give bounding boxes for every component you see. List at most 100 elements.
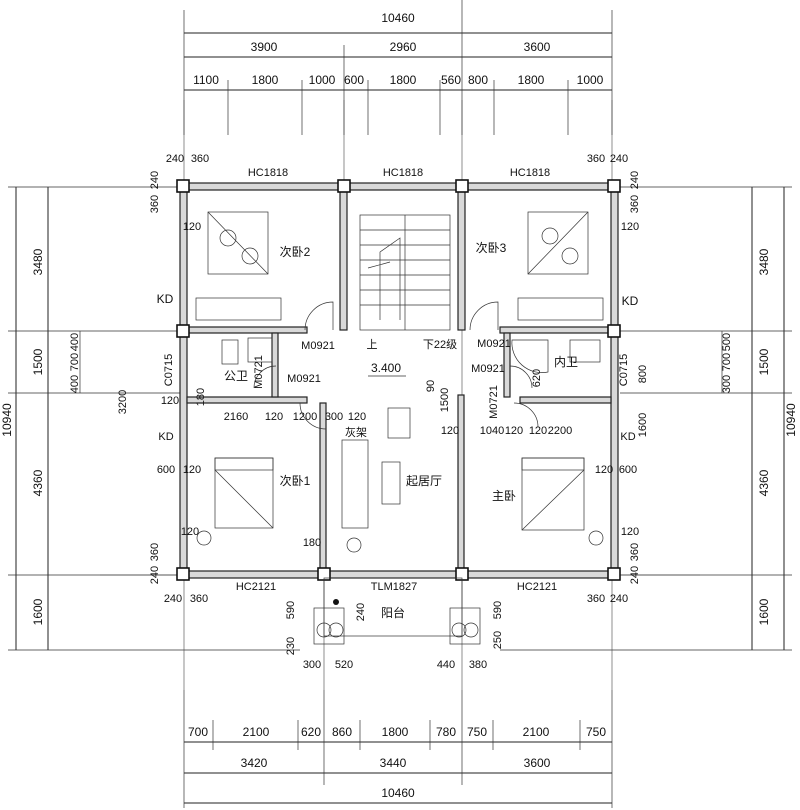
right-dimensions: 10940 3480 1500 4360 1600 500 700 300 80…	[500, 186, 798, 651]
small-dimensions: 240 360 360 240 2160 120 1200 300 120 12…	[149, 153, 641, 671]
small-dim: 240	[164, 593, 182, 605]
bottom-mid-dim-2: 3440	[380, 756, 407, 770]
window-label-top-left: HC1818	[248, 167, 288, 179]
small-dim: 250	[492, 631, 504, 649]
window-label-bottom-left: HC2121	[236, 581, 276, 593]
furniture	[195, 211, 604, 553]
top-detail-dim-6: 560	[441, 73, 461, 87]
small-dim: 360	[149, 543, 161, 561]
room-label-bedroom-2: 次卧2	[280, 245, 311, 259]
small-dim: 240	[629, 566, 641, 584]
left-part-dim-1: 3480	[31, 248, 45, 275]
door-label-4: M0921	[471, 363, 505, 375]
small-dim: 120	[621, 526, 639, 538]
bottom-mid-dim-1: 3420	[241, 756, 268, 770]
room-label-bedroom-3: 次卧3	[476, 241, 507, 255]
small-dim: 180	[303, 537, 321, 549]
door-label-3: M0921	[287, 373, 321, 385]
small-dim: 120	[183, 221, 201, 233]
small-dim: 120	[621, 221, 639, 233]
bottom-detail-dim-3: 620	[301, 725, 321, 739]
top-detail-dim-4: 600	[344, 73, 364, 87]
left-small-dim-3: 400	[69, 375, 81, 393]
right-part-dim-1: 3480	[757, 248, 771, 275]
door-label-6: M0721	[488, 385, 500, 419]
left-part-dim-4: 1600	[31, 598, 45, 625]
door-label-2: M0921	[477, 338, 511, 350]
window-label-top-right: HC1818	[510, 167, 550, 179]
small-dim: 120	[595, 464, 613, 476]
small-dim: 120	[265, 411, 283, 423]
floor-level: 3.400	[371, 361, 401, 375]
top-detail-dim-8: 1800	[518, 73, 545, 87]
small-dim: 2160	[224, 411, 248, 423]
small-dim: 240	[610, 593, 628, 605]
small-dim: 1040	[480, 425, 504, 437]
bed-icon	[214, 457, 274, 529]
small-dim: 230	[285, 637, 297, 655]
bottom-mid-dim-3: 3600	[524, 756, 551, 770]
shelf-label: 灰架	[345, 425, 367, 439]
left-small-dim-1: 400	[69, 333, 81, 351]
small-dim: 360	[587, 593, 605, 605]
bed-icon	[521, 457, 585, 531]
bottom-detail-dim-4: 860	[332, 725, 352, 739]
window-label-top-center: HC1818	[383, 167, 423, 179]
small-dim: 440	[437, 659, 455, 671]
top-mid-dim-2: 2960	[390, 40, 417, 54]
left-part-dim-2: 1500	[31, 348, 45, 375]
left-total-dim: 10940	[0, 403, 14, 437]
small-dim: 240	[166, 153, 184, 165]
small-dim: 520	[335, 659, 353, 671]
door-swings	[253, 301, 539, 430]
top-dimensions: 10460 3900 2960 3600 1100 1800 1000 600 …	[183, 0, 613, 135]
small-dim: 240	[629, 171, 641, 189]
room-labels: 次卧2 次卧3 公卫 内卫 次卧1 起居厅 主卧 阳台	[224, 241, 578, 620]
left-part-dim-3: 4360	[31, 469, 45, 496]
kd-mark-right-lower: KD	[620, 431, 635, 443]
bottom-detail-dim-1: 700	[188, 725, 208, 739]
small-dim: 1200	[293, 411, 317, 423]
bottom-detail-dim-7: 750	[467, 725, 487, 739]
top-detail-dim-3: 1000	[309, 73, 336, 87]
small-dim: 120	[348, 411, 366, 423]
room-label-balcony: 阳台	[381, 605, 405, 620]
small-dim: 590	[285, 601, 297, 619]
kd-mark-left-lower: KD	[158, 431, 173, 443]
stairwell	[359, 214, 451, 331]
right-total-dim: 10940	[784, 403, 798, 437]
bottom-detail-dim-6: 780	[436, 725, 456, 739]
top-total-dim: 10460	[381, 11, 415, 25]
bottom-dimensions: 700 2100 620 860 1800 780 750 2100 750 3…	[183, 690, 613, 808]
room-label-master-bedroom: 主卧	[492, 489, 516, 503]
small-dim: 380	[469, 659, 487, 671]
top-detail-dim-5: 1800	[390, 73, 417, 87]
window-mark-left: C0715	[163, 354, 175, 386]
kd-label-left: KD	[157, 292, 174, 306]
small-dim: 360	[629, 543, 641, 561]
small-dim: 300	[303, 659, 321, 671]
window-mark-right: C0715	[618, 354, 630, 386]
small-dim: 2200	[548, 425, 572, 437]
small-dim: 90	[425, 380, 437, 392]
columns	[176, 179, 621, 581]
small-dim: 120	[183, 464, 201, 476]
right-small-dim-1: 500	[721, 333, 733, 351]
stair-down-label: 下22级	[423, 338, 457, 351]
sofa-icon	[341, 439, 369, 529]
bottom-detail-dim-5: 1800	[382, 725, 409, 739]
room-label-inner-bath: 内卫	[554, 355, 578, 369]
bottom-total-dim: 10460	[381, 786, 415, 800]
room-label-bedroom-1: 次卧1	[280, 474, 311, 488]
small-dim: 360	[629, 195, 641, 213]
window-labels: HC1818 HC1818 HC1818 HC2121 TLM1827 HC21…	[157, 167, 639, 593]
small-dim: 600	[157, 464, 175, 476]
small-dim: 240	[610, 153, 628, 165]
stair-up-label: 上	[367, 338, 378, 351]
small-dim: 120	[441, 425, 459, 437]
small-dim: 360	[191, 153, 209, 165]
room-label-living-room: 起居厅	[406, 474, 442, 488]
left-small-dim-4: 3200	[117, 390, 129, 414]
top-detail-dim-2: 1800	[252, 73, 279, 87]
